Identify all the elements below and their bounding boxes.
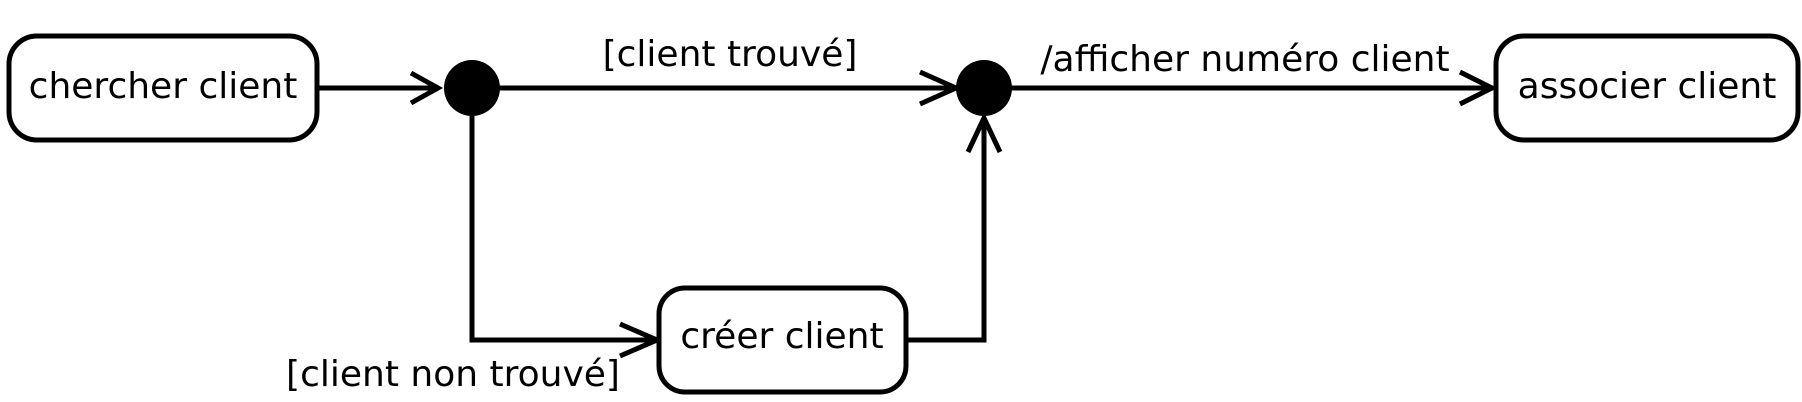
- state-label-chercher-client: chercher client: [29, 66, 298, 107]
- guard-client-trouve: [client trouvé]: [603, 34, 858, 75]
- guard-client-non-trouve: [client non trouvé]: [286, 354, 620, 395]
- flow-creer-to-merge: [906, 112, 1003, 343]
- arrow-head-icon: [409, 70, 444, 106]
- decision-node: [444, 60, 500, 116]
- flow-decision-to-merge: [500, 69, 963, 107]
- arrow-head-icon: [1458, 69, 1498, 107]
- flow-chercher-to-decision: [317, 70, 444, 106]
- state-label-creer-client: créer client: [680, 316, 883, 357]
- state-box-associer-client: [1493, 33, 1801, 143]
- state-creer-client: créer client: [656, 285, 909, 395]
- flow-decision-to-creer: [469, 116, 664, 359]
- state-label-associer-client: associer client: [1518, 66, 1777, 107]
- arrow-head-icon: [965, 112, 1003, 154]
- state-chercher-client: chercher client: [6, 33, 320, 143]
- state-associer-client: associer client: [1493, 33, 1801, 143]
- merge-node: [956, 60, 1012, 116]
- flow-merge-to-associer: [1012, 69, 1498, 107]
- action-afficher-numero-client: /afficher numéro client: [1040, 39, 1449, 80]
